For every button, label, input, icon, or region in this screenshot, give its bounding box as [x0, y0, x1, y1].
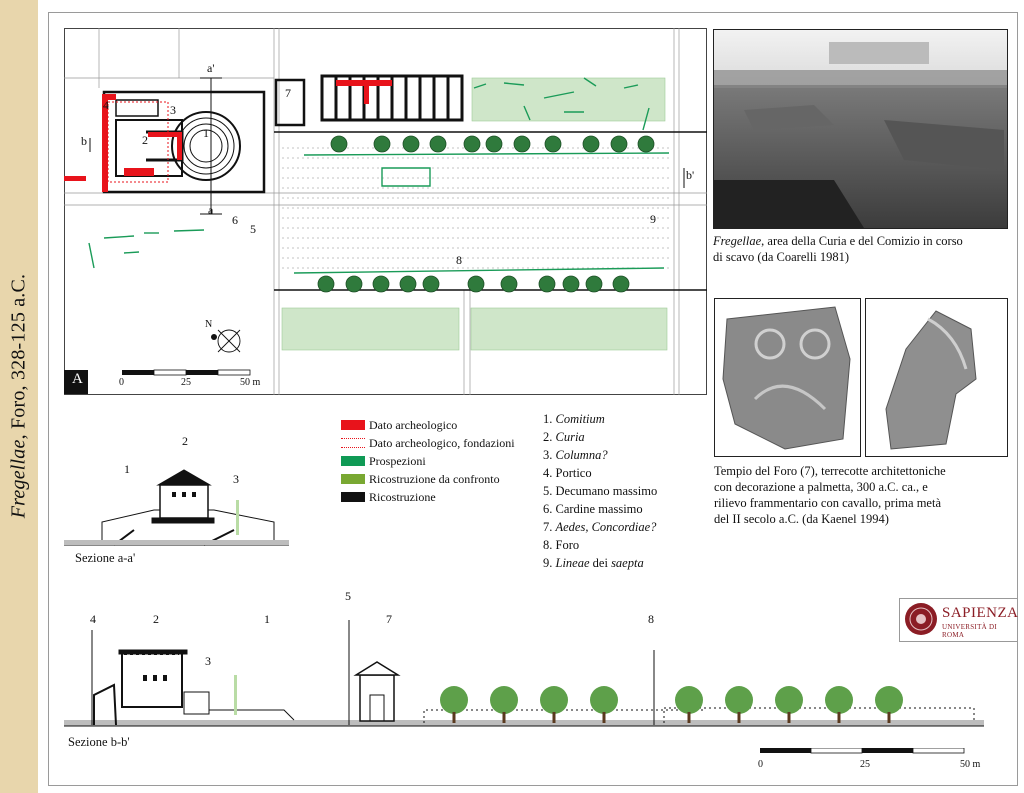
- section-bb-drawing: [64, 620, 984, 727]
- section-bb-label-3: 3: [205, 654, 211, 668]
- section-bb-label-4: 4: [90, 612, 96, 626]
- key-item-1: 1. Comitium: [543, 412, 605, 426]
- logo-name: SAPIENZA: [942, 605, 1019, 621]
- section-marker-a-top: a': [207, 61, 215, 75]
- legend-swatch: [341, 438, 365, 448]
- key-item-9: 9. Lineae dei saepta: [543, 556, 644, 570]
- section-bb-label-2: 2: [153, 612, 159, 626]
- excavation-photo: [713, 29, 1008, 229]
- plan-label-3: 3: [170, 103, 176, 117]
- key-item-7: 7. Aedes, Concordiae?: [543, 520, 657, 534]
- plan-label-5: 5: [250, 222, 256, 236]
- sapienza-logo: SAPIENZA UNIVERSITÀ DI ROMA: [899, 598, 1018, 642]
- sheet-title-site: Fregellae: [7, 439, 30, 519]
- key-item-4: 4. Portico: [543, 466, 592, 480]
- plan-label-1: 1: [203, 126, 209, 140]
- plan-label-9: 9: [650, 212, 656, 226]
- section-marker-b-right: b': [686, 168, 695, 182]
- legend-swatch: [341, 474, 365, 484]
- title-sidebar: Fregellae, Foro, 328-125 a.C.: [0, 0, 38, 793]
- section-bb-title: Sezione b-b': [68, 735, 130, 749]
- plan-label-4: 4: [103, 98, 109, 112]
- legend-swatch: [341, 456, 365, 466]
- logo-sub: UNIVERSITÀ DI ROMA: [942, 623, 998, 639]
- section-bb-label-7: 7: [386, 612, 392, 626]
- north-label: N: [205, 319, 213, 330]
- plan-label-8: 8: [456, 253, 462, 267]
- section-bb-label-8: 8: [648, 612, 654, 626]
- sheet-title-rest: , Foro, 328-125 a.C.: [7, 273, 30, 440]
- key-item-2: 2. Curia: [543, 430, 585, 444]
- palmette-terracotta-photo: [714, 298, 861, 457]
- key-item-8: 8. Foro: [543, 538, 580, 552]
- section-aa-label-1: 1: [124, 462, 130, 476]
- plan-label-7: 7: [285, 86, 291, 100]
- plan-scale-50: 50 m: [240, 377, 261, 388]
- section-aa-title: Sezione a-a': [75, 551, 136, 565]
- bottom-scale-50: 50 m: [960, 759, 981, 770]
- section-aa-label-2: 2: [182, 434, 188, 448]
- key-item-5: 5. Decumano massimo: [543, 484, 658, 498]
- bottom-scale-bar: [760, 748, 965, 754]
- key-item-3: 3. Columna?: [543, 448, 608, 462]
- sapienza-seal-icon: [905, 603, 937, 635]
- section-aa-drawing: [64, 469, 289, 546]
- plan-scale-0: 0: [119, 377, 124, 388]
- section-bb-label-5: 5: [345, 589, 351, 603]
- section-aa-label-3: 3: [233, 472, 239, 486]
- section-marker-a-bottom: a: [208, 203, 214, 217]
- panel-label: A: [72, 371, 83, 387]
- legend-swatch: [341, 492, 365, 502]
- plan-label-6: 6: [232, 213, 238, 227]
- plan-scale-25: 25: [181, 377, 191, 388]
- forum-plan: [64, 28, 707, 395]
- horse-relief-photo: [865, 298, 1008, 457]
- plan-label-2: 2: [142, 133, 148, 147]
- bottom-scale-0: 0: [758, 759, 763, 770]
- legend-swatch: [341, 420, 365, 430]
- section-bb-label-1: 1: [264, 612, 270, 626]
- bottom-scale-25: 25: [860, 759, 870, 770]
- photo1-caption: Fregellae, area della Curia e del Comizi…: [713, 234, 963, 264]
- section-marker-b-left: b: [81, 134, 87, 148]
- photo2-caption: Tempio del Foro (7), terrecotte architet…: [714, 464, 946, 526]
- sheet-title: Fregellae, Foro, 328-125 a.C.: [8, 274, 31, 518]
- key-item-6: 6. Cardine massimo: [543, 502, 643, 516]
